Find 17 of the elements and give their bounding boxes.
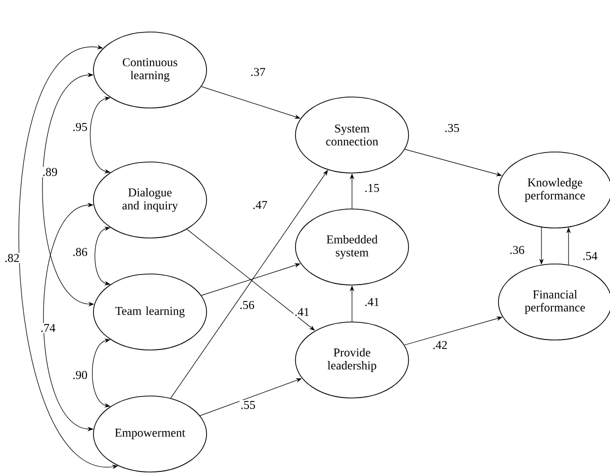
coefficient-label: .15 — [364, 182, 380, 194]
coefficient-label: .41 — [364, 296, 380, 308]
coefficient-label: .82 — [4, 252, 20, 264]
coefficient-label: .42 — [432, 340, 448, 350]
coefficient-label: .47 — [252, 200, 268, 210]
coefficient-label: .74 — [40, 322, 56, 334]
coefficient-label: .36 — [508, 244, 526, 256]
coefficient-label: .41 — [294, 306, 310, 318]
coefficient-label: .95 — [72, 122, 88, 132]
coefficient-label: .86 — [72, 246, 88, 258]
coefficient-label: .37 — [250, 66, 266, 78]
coefficient-label: .55 — [240, 400, 256, 410]
coefficient-label: .89 — [42, 166, 58, 178]
coefficient-label: .35 — [444, 122, 460, 134]
coefficient-label: .56 — [238, 300, 256, 310]
coefficient-label: .54 — [582, 250, 598, 262]
coefficient-label: .90 — [72, 370, 88, 380]
